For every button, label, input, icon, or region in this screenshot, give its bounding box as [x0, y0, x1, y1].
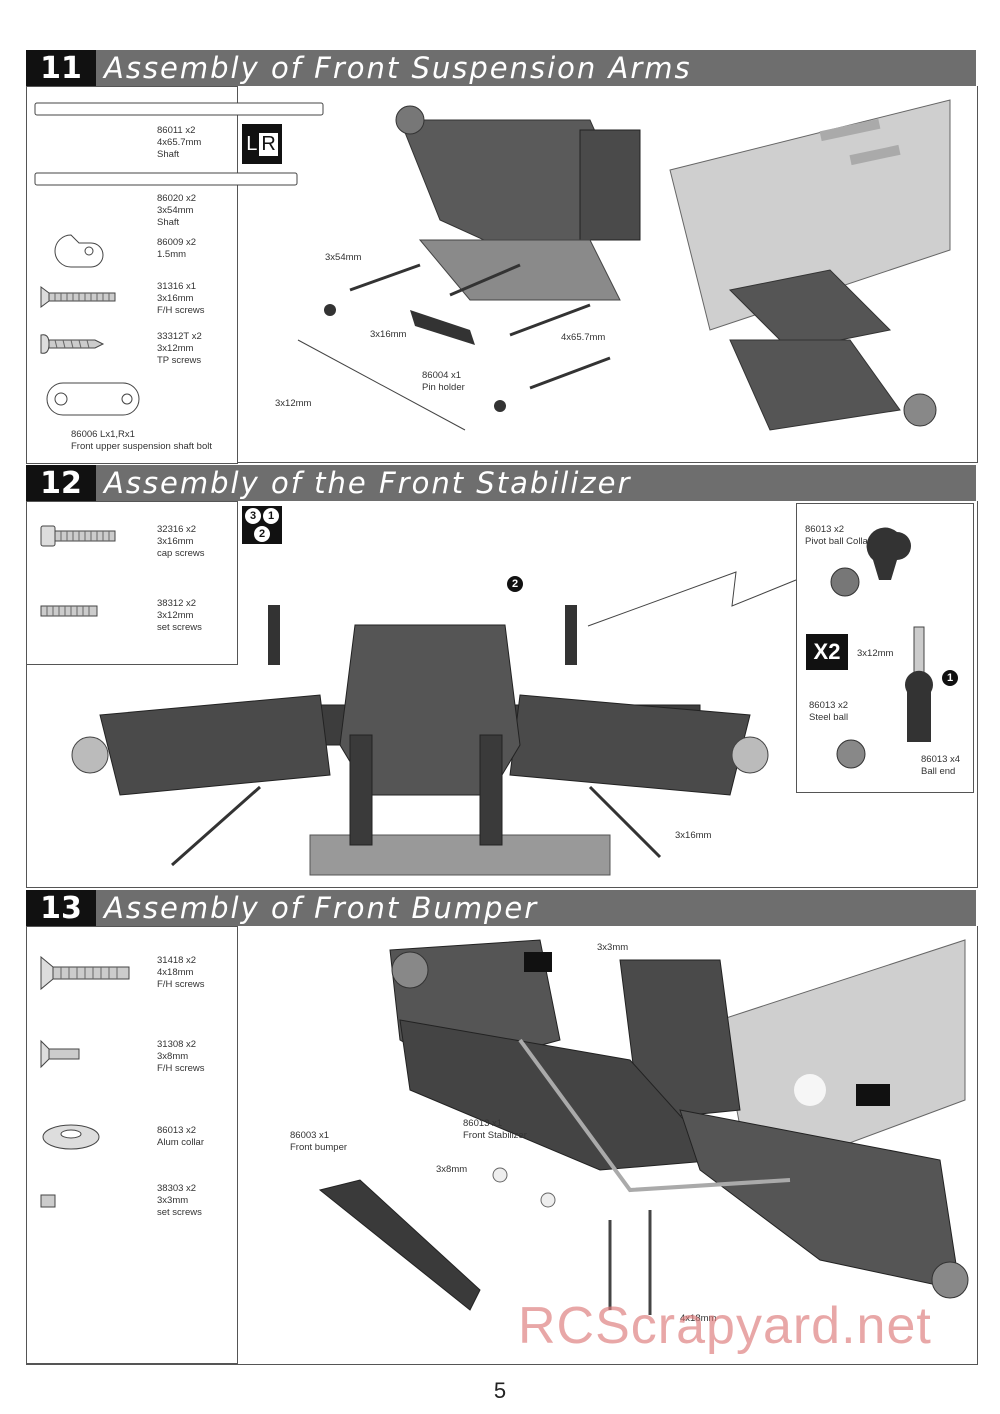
part-86013-label: 86013 x2 Alum collar: [157, 1125, 204, 1148]
step-13-callout-3x3: 3x3mm: [597, 942, 629, 953]
part-86020-label: 86020 x2 3x54mm Shaft: [157, 193, 197, 228]
fh-screw-part-icon: [40, 286, 116, 308]
fh-screw-3x8-icon: [40, 1039, 80, 1069]
sequence-2: 2: [254, 526, 270, 542]
step-13-title: Assembly of Front Bumper: [104, 891, 539, 925]
tp-screw-part-icon: [40, 334, 105, 354]
step-13-callout-4x18: 4x18mm: [680, 1313, 717, 1324]
step-11-illustration: [297, 99, 951, 431]
watermark: RCScrapyard.net: [518, 1297, 932, 1355]
page-number: 5: [493, 1378, 507, 1403]
shaft-bolt-part-icon: [46, 382, 140, 416]
multiplier-badge: X2: [806, 634, 848, 670]
callout-3x12: 3x12mm: [275, 398, 312, 409]
part-32316-label: 32316 x2 3x16mm cap screws: [157, 524, 205, 559]
step-11-number: 11: [26, 50, 96, 86]
step-11-title: Assembly of Front Suspension Arms: [104, 51, 692, 85]
part-33312t-label: 33312T x2 3x12mm TP screws: [157, 331, 202, 366]
inset-pointer-line: [587, 571, 797, 627]
part-86009-label: 86009 x2 1.5mm: [157, 237, 197, 260]
part-86011-label: 86011 x2 4x65.7mm Shaft: [157, 125, 202, 160]
sequence-1: 1: [263, 508, 279, 524]
step-11-parts-list: 86011 x2 4x65.7mm Shaft 86020 x2 3x54mm …: [26, 86, 324, 464]
inset-marker-1: 1: [942, 670, 958, 686]
part-31308-label: 31308 x2 3x8mm F/H screws: [157, 1039, 205, 1074]
step-12-callout-3x16: 3x16mm: [675, 830, 712, 841]
step-12-illustration: [71, 605, 769, 876]
callout-pin-holder: 86004 x1 Pin holder: [422, 370, 465, 393]
set-screw-3x3-icon: [40, 1194, 56, 1208]
step-12-frame: [26, 501, 978, 888]
sequence-badge: 3 1 2: [242, 506, 282, 544]
inset-3x12-label: 3x12mm: [857, 648, 894, 659]
step-12-parts-list: 32316 x2 3x16mm cap screws 38312 x2 3x12…: [26, 501, 238, 665]
callout-3x16: 3x16mm: [370, 329, 407, 340]
part-31418-label: 31418 x2 4x18mm F/H screws: [157, 955, 205, 990]
step-12-number: 12: [26, 465, 96, 501]
step-13-illustration: [318, 939, 969, 1315]
step-13-header: 13 Assembly of Front Bumper: [26, 890, 976, 926]
callout-3x54: 3x54mm: [325, 252, 362, 263]
step-marker-2: 2: [507, 576, 523, 592]
inset-ball-end-label: 86013 x4 Ball end: [921, 754, 961, 777]
step-11-header: 11 Assembly of Front Suspension Arms: [26, 50, 976, 86]
fh-screw-4x18-icon: [40, 955, 130, 991]
step-12-title: Assembly of the Front Stabilizer: [104, 466, 632, 500]
shaft-4x65-part-icon: [34, 102, 324, 116]
alum-collar-icon: [42, 1124, 100, 1150]
step-13-callout-front-stabilizer: 86013 x1 Front Stabilizer: [463, 1118, 527, 1141]
badge-right: R: [259, 132, 278, 156]
cap-screw-part-icon: [40, 525, 116, 547]
part-38303-label: 38303 x2 3x3mm set screws: [157, 1183, 202, 1218]
step-13-callout-3x8: 3x8mm: [436, 1164, 468, 1175]
clip-part-icon: [54, 234, 104, 268]
step-13-callout-front-bumper: 86003 x1 Front bumper: [290, 1130, 348, 1153]
step-13-parts-list: 31418 x2 4x18mm F/H screws 31308 x2 3x8m…: [26, 926, 238, 1364]
shaft-3x54-part-icon: [34, 172, 298, 186]
inset-pivot-collar-label: 86013 x2 Pivot ball Collar: [805, 524, 871, 547]
step-12-header: 12 Assembly of the Front Stabilizer: [26, 465, 976, 501]
part-86006-label: 86006 Lx1,Rx1 Front upper suspension sha…: [71, 429, 213, 452]
part-38312-label: 38312 x2 3x12mm set screws: [157, 598, 202, 633]
sequence-3: 3: [245, 508, 261, 524]
set-screw-part-icon: [40, 605, 98, 617]
step-13-number: 13: [26, 890, 96, 926]
inset-steel-ball-label: 86013 x2 Steel ball: [809, 700, 849, 723]
badge-left: L: [246, 132, 258, 155]
part-31316-label: 31316 x1 3x16mm F/H screws: [157, 281, 205, 316]
ball-end-assembly-icon: [830, 527, 933, 769]
callout-4x65: 4x65.7mm: [561, 332, 606, 343]
